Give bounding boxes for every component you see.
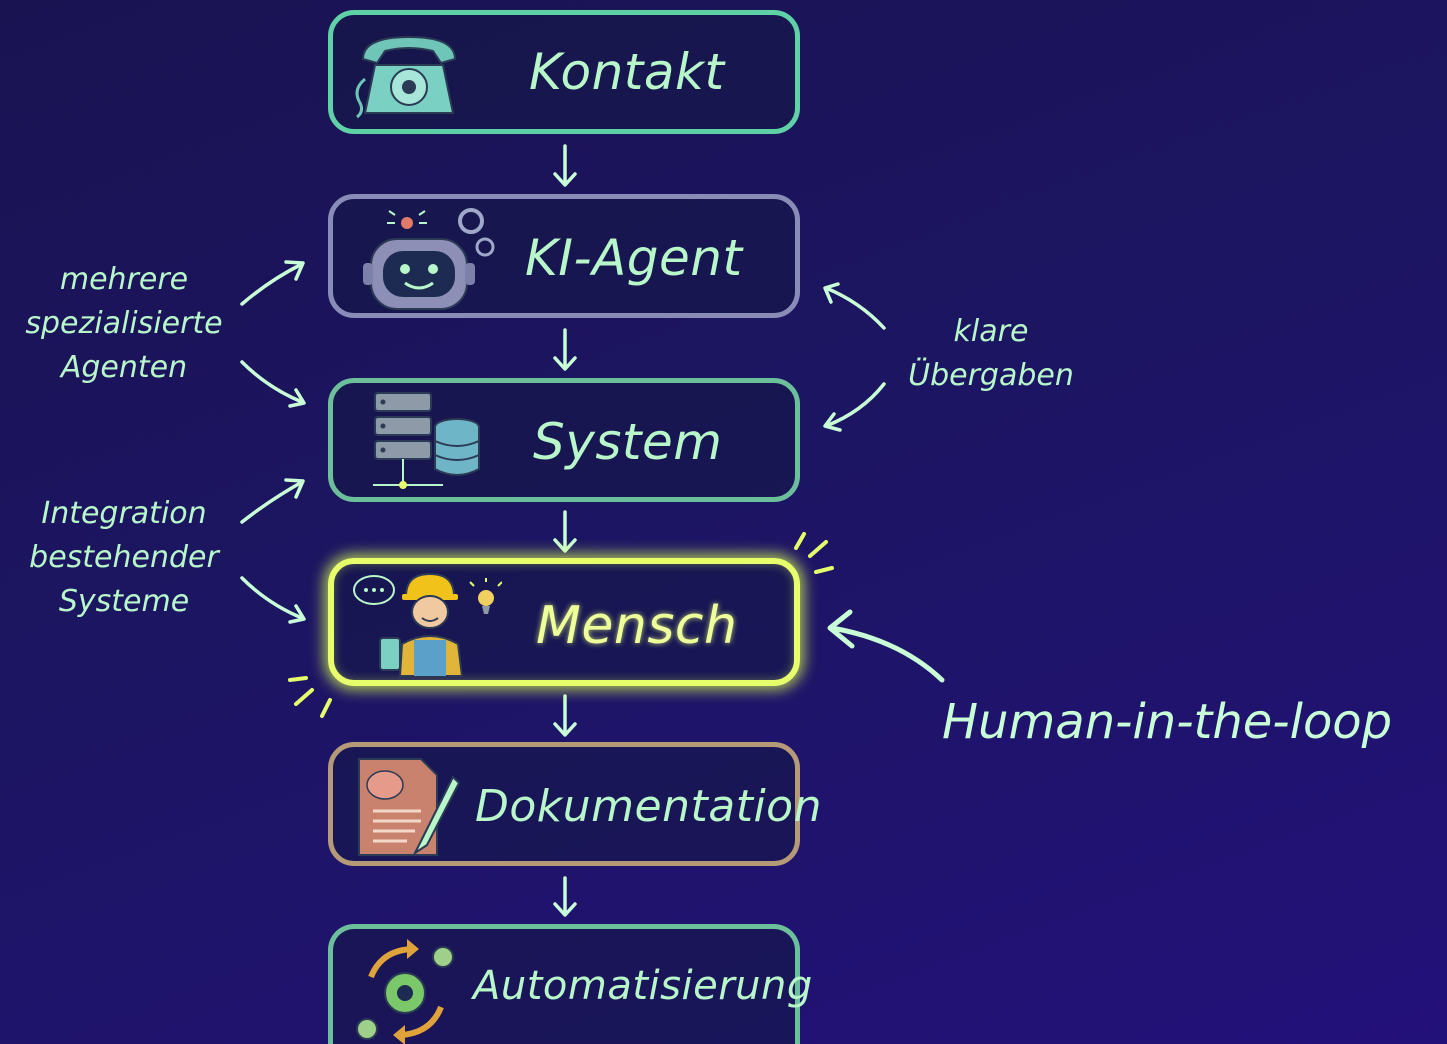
worker-icon — [353, 572, 502, 677]
step-label: KI-Agent — [525, 229, 743, 287]
step-dokumentation: Dokumentation — [328, 742, 821, 866]
flow-arrow-5 — [553, 876, 577, 917]
step-ki-agent: KI-Agent — [328, 194, 800, 318]
step-system: System — [328, 378, 800, 502]
flow-arrow-3 — [553, 510, 577, 553]
arrow-integration-to-system — [240, 478, 305, 524]
step-label: Mensch — [536, 596, 738, 656]
annotation-line: spezialisierte — [25, 306, 223, 341]
arrow-hitl-to-mensch — [827, 609, 945, 683]
arrow-integration-to-mensch — [240, 576, 306, 624]
step-mensch: Mensch — [328, 558, 800, 686]
annotation-line: bestehender — [29, 540, 219, 575]
highlight-sparks — [288, 532, 834, 718]
annotation-line: Agenten — [60, 350, 188, 385]
annotation-line: Integration — [41, 496, 207, 531]
step-kontakt: Kontakt — [328, 10, 800, 134]
server-database-icon — [373, 392, 480, 489]
annotation-line: mehrere — [59, 262, 189, 297]
flow-arrow-2 — [553, 328, 577, 371]
annotation-line: klare — [953, 314, 1029, 349]
gears-cycle-icon — [356, 939, 454, 1044]
arrow-agents-to-system — [240, 360, 306, 408]
arrow-handover-to-system — [823, 382, 886, 432]
annotation-handover: klare Übergaben — [896, 310, 1086, 398]
annotation-line: Übergaben — [908, 358, 1074, 393]
annotation-agents: mehrere spezialisierte Agenten — [18, 258, 230, 390]
telephone-icon — [355, 35, 457, 119]
arrow-agents-to-agent — [240, 260, 305, 306]
arrow-handover-to-agent — [823, 282, 886, 330]
step-label: Kontakt — [529, 43, 725, 101]
document-brain-icon — [358, 758, 461, 856]
flow-arrow-4 — [553, 694, 577, 737]
annotation-line: Systeme — [58, 584, 190, 619]
step-automatisierung: Automatisierung — [328, 924, 812, 1044]
flow-arrow-1 — [553, 144, 577, 187]
annotation-human-in-the-loop: Human-in-the-loop — [942, 694, 1393, 750]
step-label: Dokumentation — [475, 781, 822, 832]
annotation-integration: Integration bestehender Systeme — [18, 492, 230, 624]
step-label: Automatisierung — [473, 963, 813, 1009]
robot-icon — [363, 208, 495, 310]
step-label: System — [533, 413, 723, 471]
